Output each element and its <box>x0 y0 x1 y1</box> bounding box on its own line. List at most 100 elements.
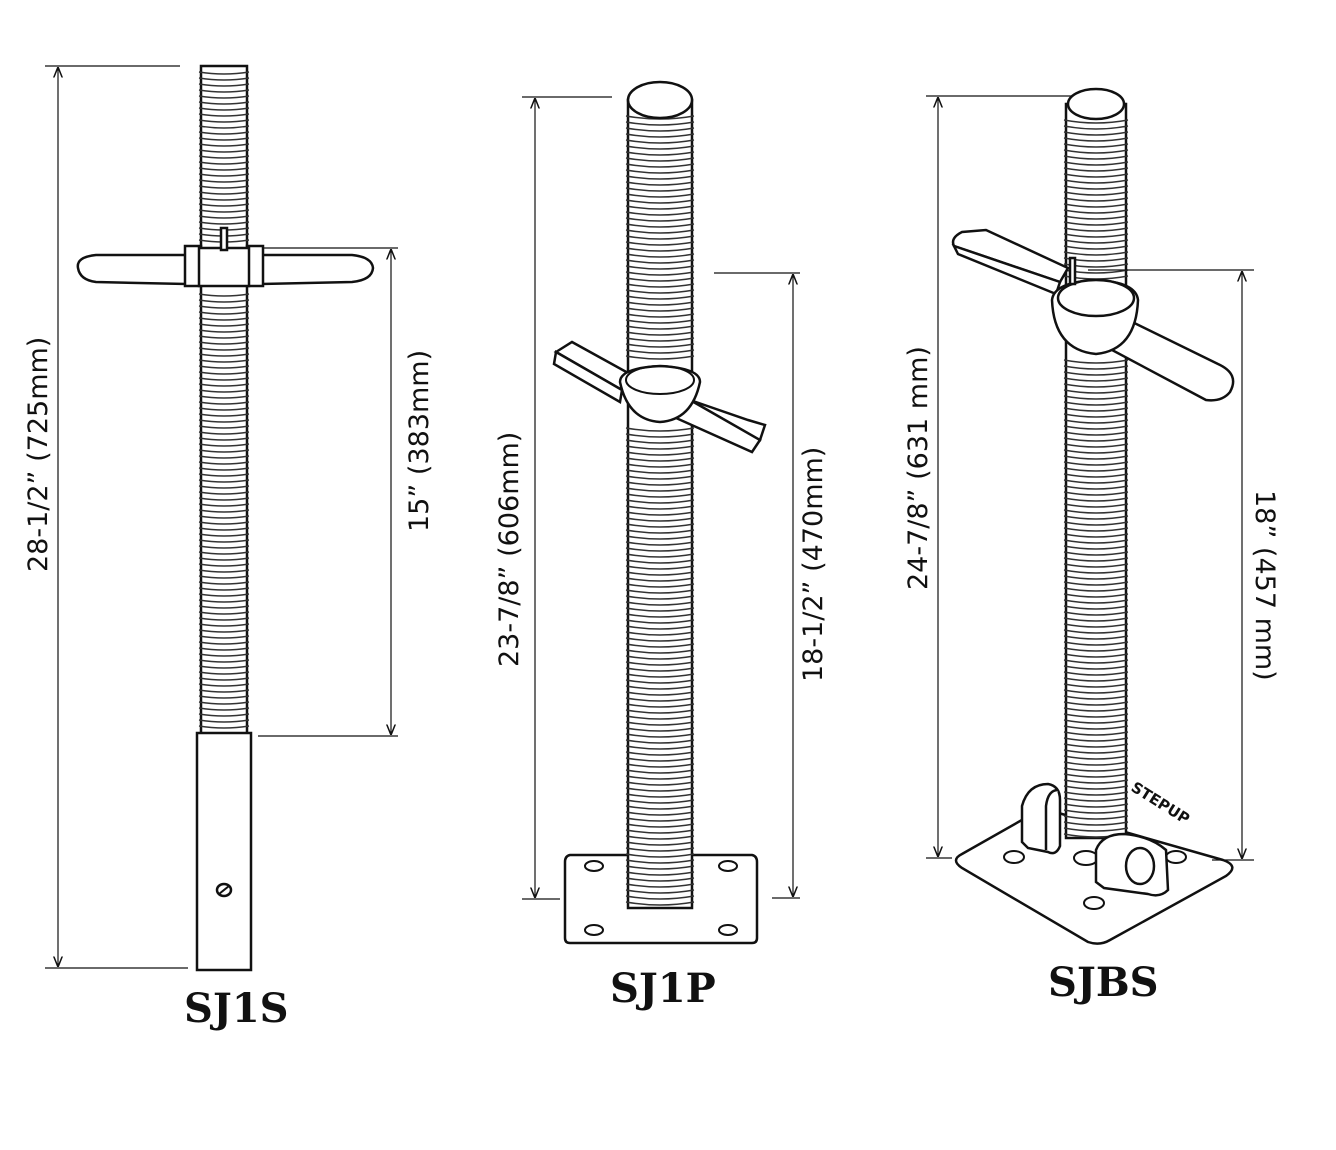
thread-groove <box>625 475 695 480</box>
thread-groove <box>198 197 250 201</box>
thread-groove <box>198 581 250 585</box>
thread-groove <box>198 161 250 165</box>
thread-groove <box>625 889 695 894</box>
thread-groove <box>198 149 250 153</box>
thread-groove <box>198 569 250 573</box>
thread-groove <box>1063 443 1129 448</box>
brand-mark: STEPUP <box>1128 778 1193 828</box>
thread-groove <box>1063 377 1129 382</box>
thread-groove <box>198 587 250 591</box>
thread-groove <box>625 583 695 588</box>
thread-groove <box>1063 119 1129 124</box>
thread-groove <box>625 493 695 498</box>
thread-groove <box>198 437 250 441</box>
thread-groove <box>625 217 695 222</box>
thread-groove <box>1063 383 1129 388</box>
thread-groove <box>198 293 250 297</box>
thread-groove <box>198 611 250 615</box>
thread-groove <box>198 515 250 519</box>
thread-groove <box>198 131 250 135</box>
thread-groove <box>198 425 250 429</box>
thread-dimension-line <box>1088 269 1254 861</box>
thread-groove <box>625 127 695 132</box>
thread-groove <box>625 631 695 636</box>
thread-groove <box>198 449 250 453</box>
thread-groove <box>198 545 250 549</box>
thread-groove <box>198 83 250 87</box>
thread-groove <box>198 467 250 471</box>
thread-groove <box>625 829 695 834</box>
base-tube <box>195 731 253 972</box>
thread-groove <box>198 107 250 111</box>
thread-groove <box>625 853 695 858</box>
thread-groove <box>198 623 250 627</box>
threaded-rod <box>625 80 695 910</box>
thread-groove <box>198 311 250 315</box>
thread-groove <box>1063 797 1129 802</box>
thread-groove <box>1063 521 1129 526</box>
thread-groove <box>625 427 695 432</box>
thread-groove <box>1063 749 1129 754</box>
thread-groove <box>625 595 695 600</box>
thread-groove <box>198 179 250 183</box>
thread-groove <box>625 589 695 594</box>
thread-groove <box>1063 671 1129 676</box>
thread-groove <box>625 643 695 648</box>
thread-groove <box>1063 755 1129 760</box>
thread-groove <box>1063 569 1129 574</box>
thread-groove <box>625 577 695 582</box>
thread-groove <box>198 527 250 531</box>
thread-groove <box>198 185 250 189</box>
thread-groove <box>625 559 695 564</box>
overall-dimension-line <box>926 95 1078 859</box>
jack-sj1p: 28-1/2” (725mm) 23-7/8” (606mm) <box>494 80 829 1012</box>
thread-groove <box>625 181 695 186</box>
threaded-rod <box>1063 87 1129 840</box>
thread-groove <box>1063 629 1129 634</box>
thread-groove <box>198 203 250 207</box>
thread-groove <box>625 517 695 522</box>
swivel-cups <box>1020 782 1170 897</box>
thread-groove <box>625 193 695 198</box>
thread-groove <box>198 503 250 507</box>
thread-groove <box>198 89 250 93</box>
jack-sj1s: 28-1/2” (725mm) 15” (383mm) SJ1S <box>23 64 435 1032</box>
thread-groove <box>198 125 250 129</box>
model-label: SJ1P <box>610 965 716 1012</box>
thread-groove <box>1063 479 1129 484</box>
threaded-rod <box>198 64 250 738</box>
jack-sjbs: 24-7/8” (631 mm) STEPUP <box>903 87 1280 1006</box>
thread-groove <box>198 677 250 681</box>
thread-groove <box>198 461 250 465</box>
thread-groove <box>1063 821 1129 826</box>
thread-groove <box>1063 365 1129 370</box>
thread-groove <box>1063 449 1129 454</box>
thread-groove <box>625 445 695 450</box>
thread-groove <box>198 665 250 669</box>
thread-groove <box>1063 647 1129 652</box>
thread-groove <box>1063 551 1129 556</box>
thread-groove <box>625 283 695 288</box>
thread-groove <box>1063 527 1129 532</box>
thread-groove <box>625 145 695 150</box>
thread-groove <box>198 335 250 339</box>
thread-groove <box>1063 599 1129 604</box>
thread-groove <box>625 535 695 540</box>
model-label: SJ1S <box>184 985 289 1032</box>
handle-nut <box>76 226 375 288</box>
thread-groove <box>198 299 250 303</box>
thread-groove <box>198 647 250 651</box>
thread-groove <box>625 751 695 756</box>
thread-groove <box>1063 659 1129 664</box>
thread-groove <box>1063 575 1129 580</box>
thread-groove <box>1063 689 1129 694</box>
thread-groove <box>625 307 695 312</box>
thread-groove <box>625 655 695 660</box>
thread-groove <box>625 205 695 210</box>
thread-groove <box>1063 515 1129 520</box>
thread-groove <box>625 319 695 324</box>
thread-groove <box>625 121 695 126</box>
thread-groove <box>625 823 695 828</box>
thread-groove <box>625 565 695 570</box>
thread-groove <box>1063 437 1129 442</box>
